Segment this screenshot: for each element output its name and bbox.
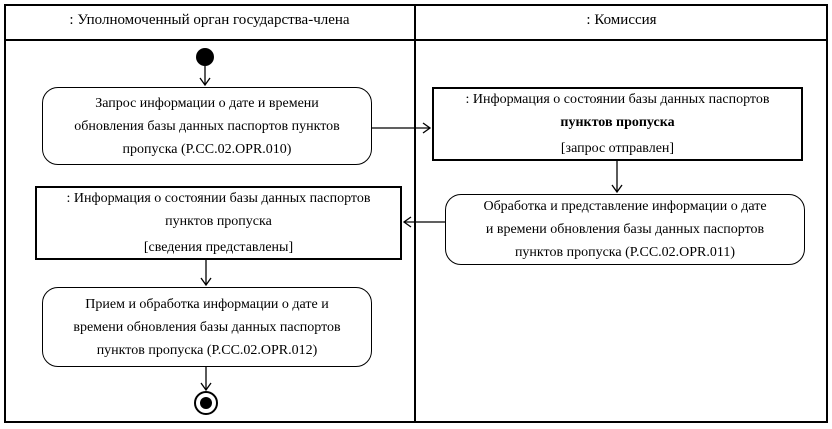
object-state-guard: [сведения представлены] bbox=[143, 240, 294, 255]
activity-request-update-info: Запрос информации о дате и времени обнов… bbox=[42, 87, 372, 165]
activity-text-line: пунктов пропуска (P.CC.02.OPR.012) bbox=[96, 342, 318, 358]
object-text-line: : Информация о состоянии базы данных пас… bbox=[66, 191, 371, 206]
lane-header-commission: : Комиссия bbox=[586, 12, 657, 28]
activity-text-line: пунктов пропуска (P.CC.02.OPR.011) bbox=[514, 245, 736, 260]
object-text-line: пунктов пропуска bbox=[165, 214, 272, 229]
initial-node bbox=[196, 48, 214, 66]
activity-text-line: времени обновления базы данных паспортов bbox=[73, 319, 341, 335]
activity-text-line: Запрос информации о дате и времени bbox=[95, 95, 319, 111]
object-state-guard: [запрос отправлен] bbox=[560, 141, 675, 156]
final-node bbox=[194, 391, 218, 415]
diagram-frame bbox=[4, 4, 828, 423]
final-node-core bbox=[200, 397, 212, 409]
object-text-line: : Информация о состоянии базы данных пас… bbox=[465, 92, 770, 107]
object-text-line: пунктов пропуска bbox=[560, 115, 675, 130]
activity-text-line: и времени обновления базы данных паспорт… bbox=[485, 222, 765, 237]
activity-process-and-present-info: Обработка и представление информации о д… bbox=[445, 194, 805, 265]
activity-text-line: обновления базы данных паспортов пунктов bbox=[74, 118, 340, 134]
activity-receive-and-process-info: Прием и обработка информации о дате и вр… bbox=[42, 287, 372, 367]
lane-divider bbox=[414, 4, 416, 423]
lane-header-separator bbox=[4, 39, 828, 41]
activity-text-line: Прием и обработка информации о дате и bbox=[85, 296, 329, 312]
activity-text-line: пропуска (P.CC.02.OPR.010) bbox=[122, 141, 292, 157]
object-db-state-info-request-sent: : Информация о состоянии базы данных пас… bbox=[432, 87, 803, 161]
activity-text-line: Обработка и представление информации о д… bbox=[483, 199, 767, 214]
lane-header-member-state: : Уполномоченный орган государства-члена bbox=[69, 12, 350, 28]
object-db-state-info-data-provided: : Информация о состоянии базы данных пас… bbox=[35, 186, 402, 260]
